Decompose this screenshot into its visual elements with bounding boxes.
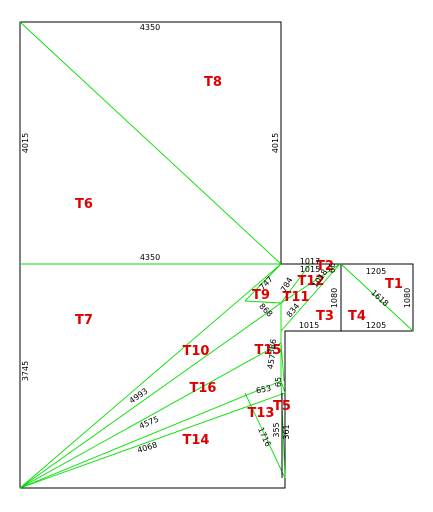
dim-361: 361	[282, 424, 291, 439]
dim-4575: 4575	[138, 415, 160, 431]
outline	[19, 21, 414, 489]
label-t1: T1	[385, 277, 403, 292]
dim-top-width: 4350	[140, 23, 160, 32]
dim-1017: 1017	[300, 257, 320, 266]
dim-1015-bottom: 1015	[299, 321, 319, 330]
label-t11: T11	[283, 290, 310, 305]
dim-868: 868	[257, 302, 274, 319]
label-t12: T12	[298, 274, 325, 289]
diag-top	[19, 21, 282, 265]
dim-653: 653	[255, 384, 272, 396]
label-t5: T5	[273, 399, 291, 414]
dim-middle-width: 4350	[140, 253, 160, 262]
dim-left-height-upper: 4015	[21, 133, 30, 153]
diag-t3	[280, 263, 341, 332]
label-t13: T13	[248, 406, 275, 421]
diag-fan-1	[19, 263, 282, 489]
diag-t1	[340, 263, 414, 332]
dim-66: 66	[328, 263, 337, 273]
diag-t5	[280, 380, 286, 394]
dim-4068: 4068	[136, 440, 158, 455]
dim-left-height-lower: 3745	[21, 361, 30, 381]
dim-1205-top: 1205	[366, 267, 386, 276]
triangle-labels: T8 T6 T7 T1 T2 T12 T11 T9 T3 T4 T10 T15 …	[75, 75, 403, 448]
diag-t9-a	[244, 263, 282, 302]
label-t6: T6	[75, 197, 93, 212]
diag-fan-5	[19, 392, 286, 489]
dim-1015-top: 1015	[300, 265, 320, 274]
diag-fan-2	[19, 302, 282, 489]
label-t14: T14	[183, 433, 210, 448]
dim-right-height-upper: 4015	[271, 133, 280, 153]
label-t4: T4	[348, 309, 366, 324]
label-t2: T2	[316, 259, 334, 274]
label-t7: T7	[75, 313, 93, 328]
dim-1080-mid: 1080	[330, 288, 339, 308]
dim-747: 747	[258, 275, 275, 292]
label-t8: T8	[204, 75, 222, 90]
dim-1716: 1716	[256, 426, 273, 448]
triangulation-lines	[19, 21, 414, 489]
diag-t9-b	[244, 300, 282, 304]
diag-fan-4	[19, 380, 282, 489]
label-t16: T16	[190, 381, 217, 396]
dim-4993: 4993	[128, 386, 150, 405]
dim-1205-bottom: 1205	[366, 321, 386, 330]
diag-t12-a	[280, 263, 341, 304]
diag-t15-a	[280, 342, 285, 382]
label-t10: T10	[183, 344, 210, 359]
diag-t11	[280, 263, 311, 304]
dim-386: 386	[267, 338, 279, 355]
label-t15: T15	[255, 343, 282, 358]
label-t3: T3	[316, 309, 334, 324]
dim-355: 355	[272, 422, 281, 437]
dim-1080-right: 1080	[403, 288, 412, 308]
dim-65: 65	[274, 377, 283, 387]
diag-t13-a	[244, 392, 286, 479]
dim-457: 457	[266, 353, 278, 370]
label-t9: T9	[252, 288, 270, 303]
diag-fan-3	[19, 342, 282, 489]
